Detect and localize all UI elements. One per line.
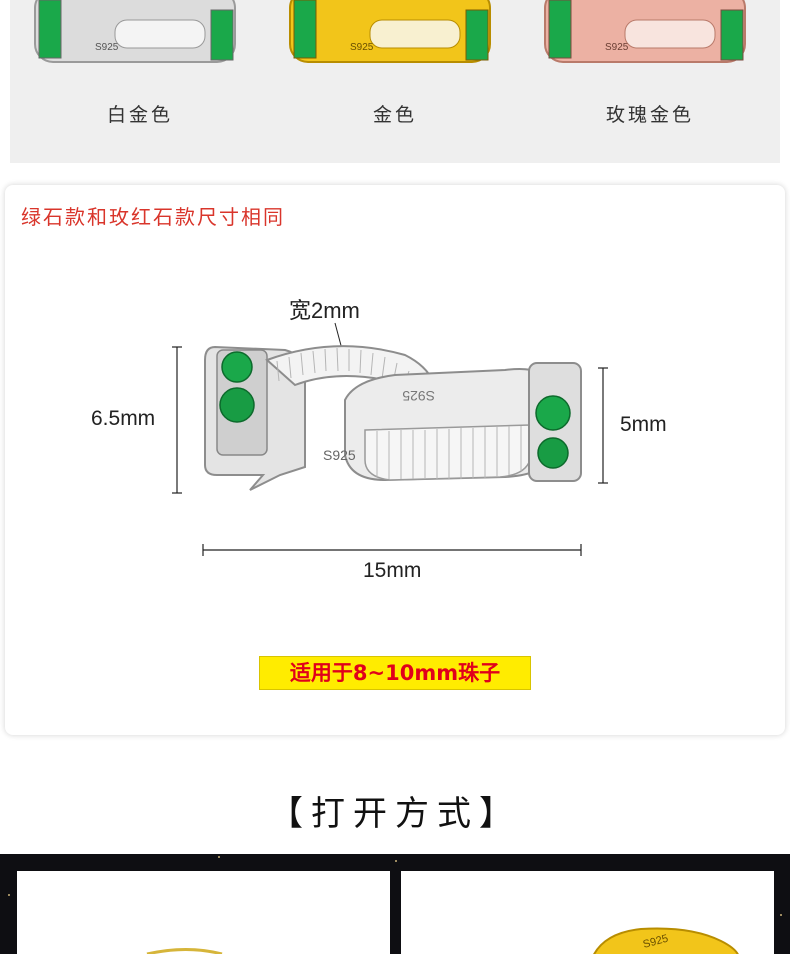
opening-step-panel-1 <box>17 871 390 954</box>
inner-height-label: 5mm <box>620 413 667 436</box>
opening-method-band: S925 <box>0 854 790 954</box>
size-note: 绿石款和玫红石款尺寸相同 <box>21 205 285 229</box>
color-variants: S925 白金色 S925 金色 S925 玫瑰金色 <box>10 0 780 163</box>
variant-label: 金色 <box>372 104 417 126</box>
stamp-text-rotated: S925 <box>402 388 435 404</box>
clasp-diagram: S925 S925 <box>172 322 608 556</box>
stamp-text: S925 <box>323 447 356 463</box>
variant-gold[interactable]: S925 金色 <box>280 0 510 163</box>
star-decoration <box>395 860 397 862</box>
gold-clasp-image: S925 <box>289 0 491 63</box>
size-card: 绿石款和玫红石款尺寸相同 <box>5 185 785 735</box>
star-decoration <box>780 914 782 916</box>
variant-label: 白金色 <box>106 104 173 126</box>
width-label: 宽2mm <box>289 298 360 323</box>
variant-white-gold[interactable]: S925 白金色 <box>25 0 255 163</box>
length-label: 15mm <box>363 559 422 582</box>
suitable-bead-size-badge: 适用于8~10mm珠子 <box>259 656 531 690</box>
opening-step-panel-2: S925 <box>401 871 774 954</box>
variant-label: 玫瑰金色 <box>605 104 694 126</box>
stamp-text: S925 <box>95 42 119 53</box>
rose-gold-clasp-image: S925 <box>544 0 746 63</box>
stamp-text: S925 <box>605 42 629 53</box>
variant-rose-gold[interactable]: S925 玫瑰金色 <box>535 0 765 163</box>
opening-step-image-1 <box>146 948 223 954</box>
white-gold-clasp-image: S925 <box>34 0 236 63</box>
section-title: 【打开方式】 <box>269 794 521 834</box>
opening-step-image-2: S925 <box>593 927 739 954</box>
height-label: 6.5mm <box>91 407 156 430</box>
stamp-text: S925 <box>350 42 374 53</box>
star-decoration <box>8 894 10 896</box>
star-decoration <box>218 856 220 858</box>
